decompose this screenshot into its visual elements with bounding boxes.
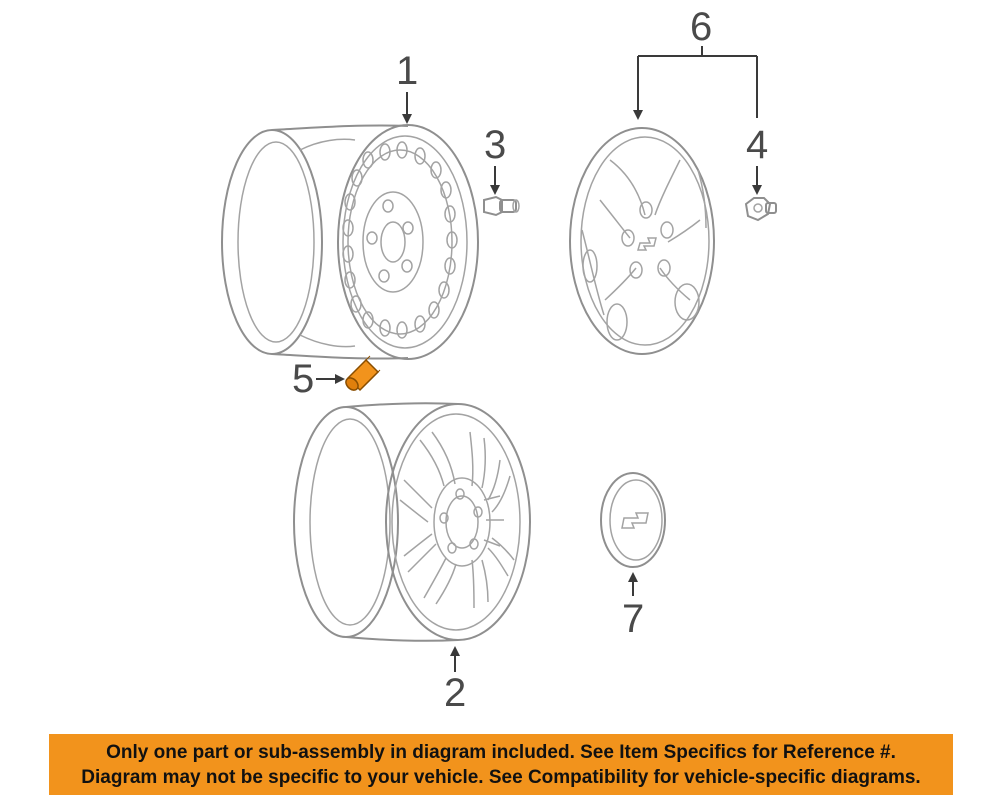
callout-6: 6 [633,5,758,120]
callout-2-label: 2 [444,671,466,715]
callout-4: 4 [746,123,768,195]
alloy-wheel-part-2[interactable] [293,402,531,642]
callout-1-label: 1 [396,49,418,93]
steel-wheel-part-1[interactable] [221,124,479,360]
callout-5: 5 [292,357,345,401]
callout-2: 2 [444,646,466,715]
notice-line-2: Diagram may not be specific to your vehi… [81,766,921,788]
notice-banner: Only one part or sub-assembly in diagram… [49,734,953,795]
callout-3-label: 3 [484,123,506,167]
notice-line-1: Only one part or sub-assembly in diagram… [106,741,896,763]
callout-1: 1 [396,49,418,124]
callout-4-label: 4 [746,123,768,167]
wheel-cover-part-6[interactable] [569,127,715,355]
lug-nut-part-3[interactable] [483,195,520,217]
callout-5-label: 5 [292,357,314,401]
cover-nut-part-4[interactable] [744,197,777,222]
parts-diagram: 1 3 6 [221,5,777,715]
callout-3: 3 [484,123,506,195]
center-cap-part-7[interactable] [600,472,666,568]
wheel-stud-part-5[interactable] [344,355,381,392]
callout-7: 7 [622,572,644,641]
callout-6-label: 6 [690,5,712,49]
callout-7-label: 7 [622,597,644,641]
